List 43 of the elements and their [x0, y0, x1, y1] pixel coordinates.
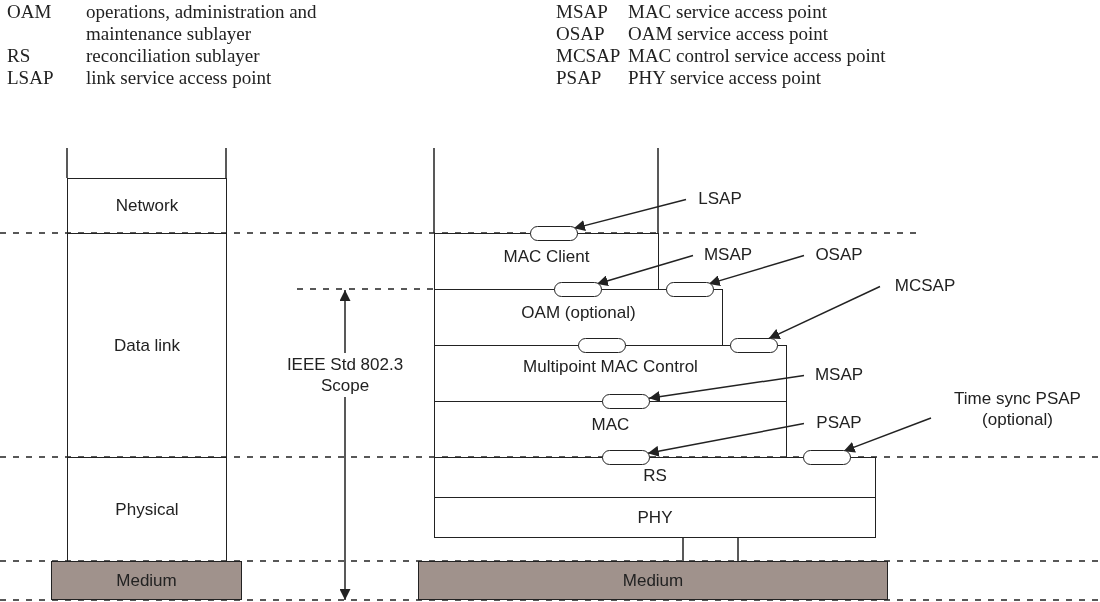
callout-label: OSAP	[808, 244, 870, 265]
callout-label: MCSAP	[884, 275, 966, 296]
definition-text: link service access point	[86, 67, 273, 89]
layer-box: Data link	[67, 233, 227, 458]
definition-text: MAC service access point	[628, 1, 828, 23]
leader-arrow	[842, 417, 932, 453]
definition-text: MAC control service access point	[628, 45, 887, 67]
leader-arrow	[573, 198, 687, 231]
medium-bar: Medium	[51, 561, 242, 600]
abbreviation: MCSAP	[556, 45, 621, 67]
service-access-point	[578, 338, 626, 353]
callout-label: MSAP	[808, 364, 870, 385]
abbreviation: OSAP	[556, 23, 605, 45]
medium-bar: Medium	[418, 561, 888, 600]
service-access-point	[803, 450, 851, 465]
callout-label: PSAP	[808, 412, 870, 433]
connection-line	[682, 537, 684, 562]
callout-label: LSAP	[690, 188, 750, 209]
layer-box: PHY	[434, 497, 876, 538]
abbreviation: RS	[7, 45, 31, 67]
abbreviation: LSAP	[7, 67, 54, 89]
definition-text: reconciliation sublayer	[86, 45, 261, 67]
definition-text: PHY service access point	[628, 67, 822, 89]
callout-label: Time sync PSAP (optional)	[935, 388, 1100, 432]
leader-arrow	[647, 422, 805, 457]
callout-label: MSAP	[697, 244, 759, 265]
service-access-point	[554, 282, 602, 297]
service-access-point	[730, 338, 778, 353]
scope-label: IEEE Std 802.3 Scope	[285, 353, 405, 397]
abbreviation: PSAP	[556, 67, 602, 89]
service-access-point	[666, 282, 714, 297]
leader-arrow	[708, 254, 805, 286]
service-access-point	[602, 394, 650, 409]
leader-arrow	[596, 254, 694, 287]
definition-text: OAM service access point	[628, 23, 829, 45]
connection-line	[737, 537, 739, 562]
leader-arrow	[767, 285, 881, 340]
service-access-point	[530, 226, 578, 241]
leader-arrow	[648, 374, 805, 402]
service-access-point	[602, 450, 650, 465]
abbreviation: OAM	[7, 1, 52, 23]
abbreviation: MSAP	[556, 1, 608, 23]
layer-box: Network	[67, 178, 227, 234]
